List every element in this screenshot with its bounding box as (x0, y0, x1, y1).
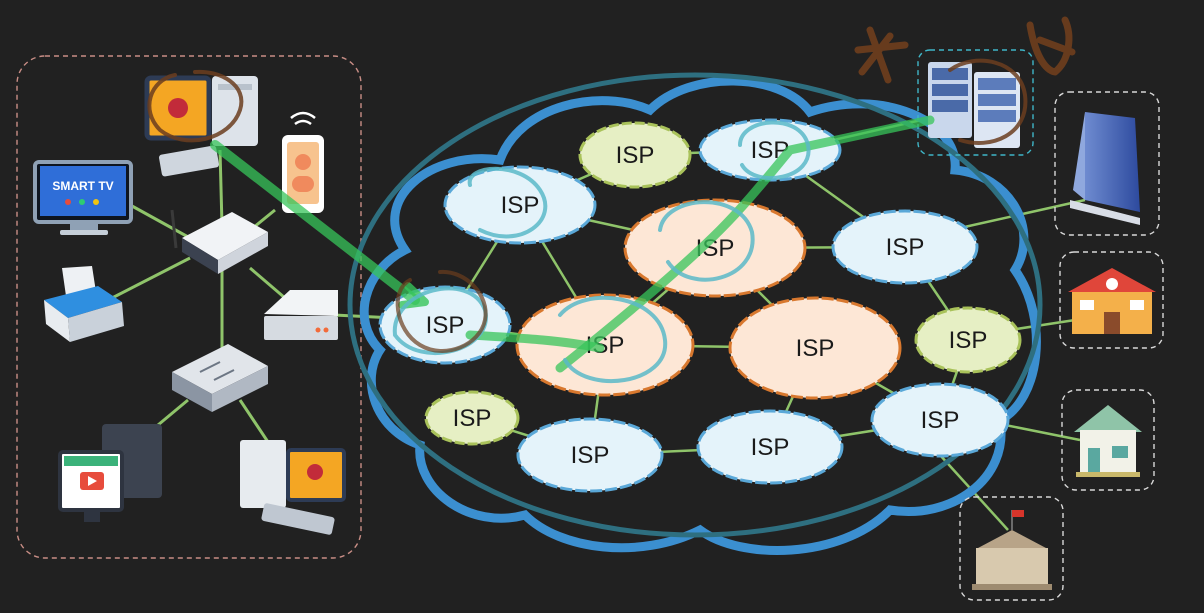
isp-label: ISP (426, 312, 465, 339)
server-icon (917, 49, 1034, 156)
isp-node: ISP (870, 382, 1010, 458)
isp-label: ISP (886, 234, 925, 261)
isp-label: ISP (453, 405, 492, 432)
printer-icon (44, 266, 124, 342)
house-icon (1061, 389, 1155, 491)
school-icon (1059, 251, 1164, 349)
isp-label: ISP (751, 434, 790, 461)
smartphone-icon (282, 111, 324, 213)
isp-node: ISP (578, 121, 692, 189)
isp-label: ISP (501, 192, 540, 219)
smart-tv-label: SMART TV (52, 179, 113, 193)
isp-node: ISP (623, 198, 807, 298)
isp-node: ISP (696, 409, 844, 485)
office-building-icon (1054, 91, 1160, 236)
modem-icon (264, 290, 338, 340)
switch-icon (172, 344, 268, 412)
attack-path-annotation (147, 16, 1076, 383)
smart-tv-icon: SMART TV (33, 160, 133, 235)
internet-cloud (359, 76, 1041, 555)
isp-node: ISP (728, 296, 902, 400)
video-pc-icon (58, 424, 162, 522)
isp-label: ISP (921, 407, 960, 434)
router-icon (170, 209, 268, 274)
isp-node: ISP (424, 390, 520, 446)
local-network-panel (16, 55, 362, 559)
isp-node: ISP (914, 306, 1022, 374)
isp-label: ISP (949, 327, 988, 354)
infected-pc-icon-2 (240, 440, 346, 535)
isp-label: ISP (616, 142, 655, 169)
government-building-icon (959, 496, 1064, 601)
isp-node: ISP (443, 165, 597, 245)
isp-label: ISP (796, 335, 835, 362)
isp-node: ISP (516, 417, 664, 493)
annotation-ring (347, 72, 1043, 538)
isp-node: ISP (831, 209, 979, 285)
isp-label: ISP (571, 442, 610, 469)
